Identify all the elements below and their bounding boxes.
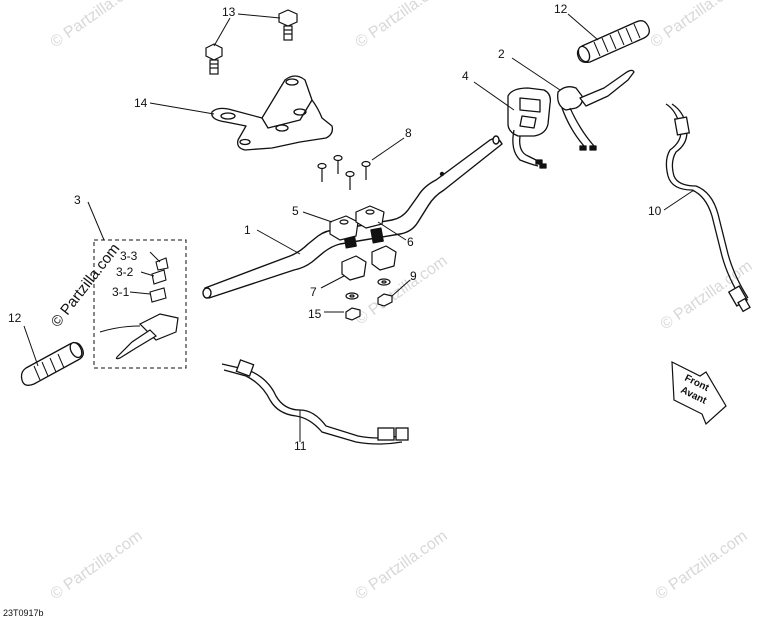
callout-14: 14 xyxy=(134,96,148,110)
front-direction-arrow: Front Avant xyxy=(671,361,727,426)
part-11-cable xyxy=(221,359,409,445)
part-12-right-grip xyxy=(576,20,650,64)
callout-3-3: 3-3 xyxy=(120,249,138,263)
callout-8: 8 xyxy=(405,126,412,140)
part-13-bolts xyxy=(205,9,298,75)
callout-12-top: 12 xyxy=(554,2,568,16)
part-12-left-grip xyxy=(20,341,84,386)
callout-2: 2 xyxy=(498,47,505,61)
watermark: © Partzilla.com xyxy=(48,0,146,51)
callout-13: 13 xyxy=(222,5,236,19)
part-10-cable xyxy=(665,103,751,313)
part-9-15-washers xyxy=(345,278,393,321)
part-2-throttle-lever xyxy=(557,69,635,151)
part-14-bracket xyxy=(211,75,334,151)
callout-7: 7 xyxy=(310,285,317,299)
watermark: © Partzilla.com xyxy=(353,253,451,329)
callout-9: 9 xyxy=(410,269,417,283)
part-4-switch-housing xyxy=(507,87,552,169)
part-8-studs xyxy=(317,154,371,190)
callout-12-left: 12 xyxy=(8,311,22,325)
callout-10: 10 xyxy=(648,204,662,218)
callout-1: 1 xyxy=(244,223,251,237)
callout-11: 11 xyxy=(294,439,307,453)
callout-6: 6 xyxy=(407,235,414,249)
callouts: 13 14 1 5 6 7 8 9 15 3 3-3 3-2 3-1 12 2 … xyxy=(8,2,662,453)
callout-5: 5 xyxy=(292,204,299,218)
watermark: © Partzilla.com xyxy=(653,528,751,604)
callout-3-2: 3-2 xyxy=(116,265,134,279)
leader-lines xyxy=(23,13,695,442)
callout-15: 15 xyxy=(308,307,322,321)
callout-3-1: 3-1 xyxy=(112,285,130,299)
callout-4: 4 xyxy=(462,69,469,83)
part-5-6-upper-clamps xyxy=(329,205,385,241)
watermark: © Partzilla.com xyxy=(353,0,451,51)
callout-3: 3 xyxy=(74,193,81,207)
watermark: © Partzilla.com xyxy=(648,0,746,51)
diagram-reference-code: 23T0917b xyxy=(3,608,44,618)
part-7-lower-clamps xyxy=(341,245,397,281)
watermark: © Partzilla.com xyxy=(353,528,451,604)
part-3-kit-box xyxy=(93,239,187,369)
watermark: © Partzilla.com xyxy=(48,528,146,604)
